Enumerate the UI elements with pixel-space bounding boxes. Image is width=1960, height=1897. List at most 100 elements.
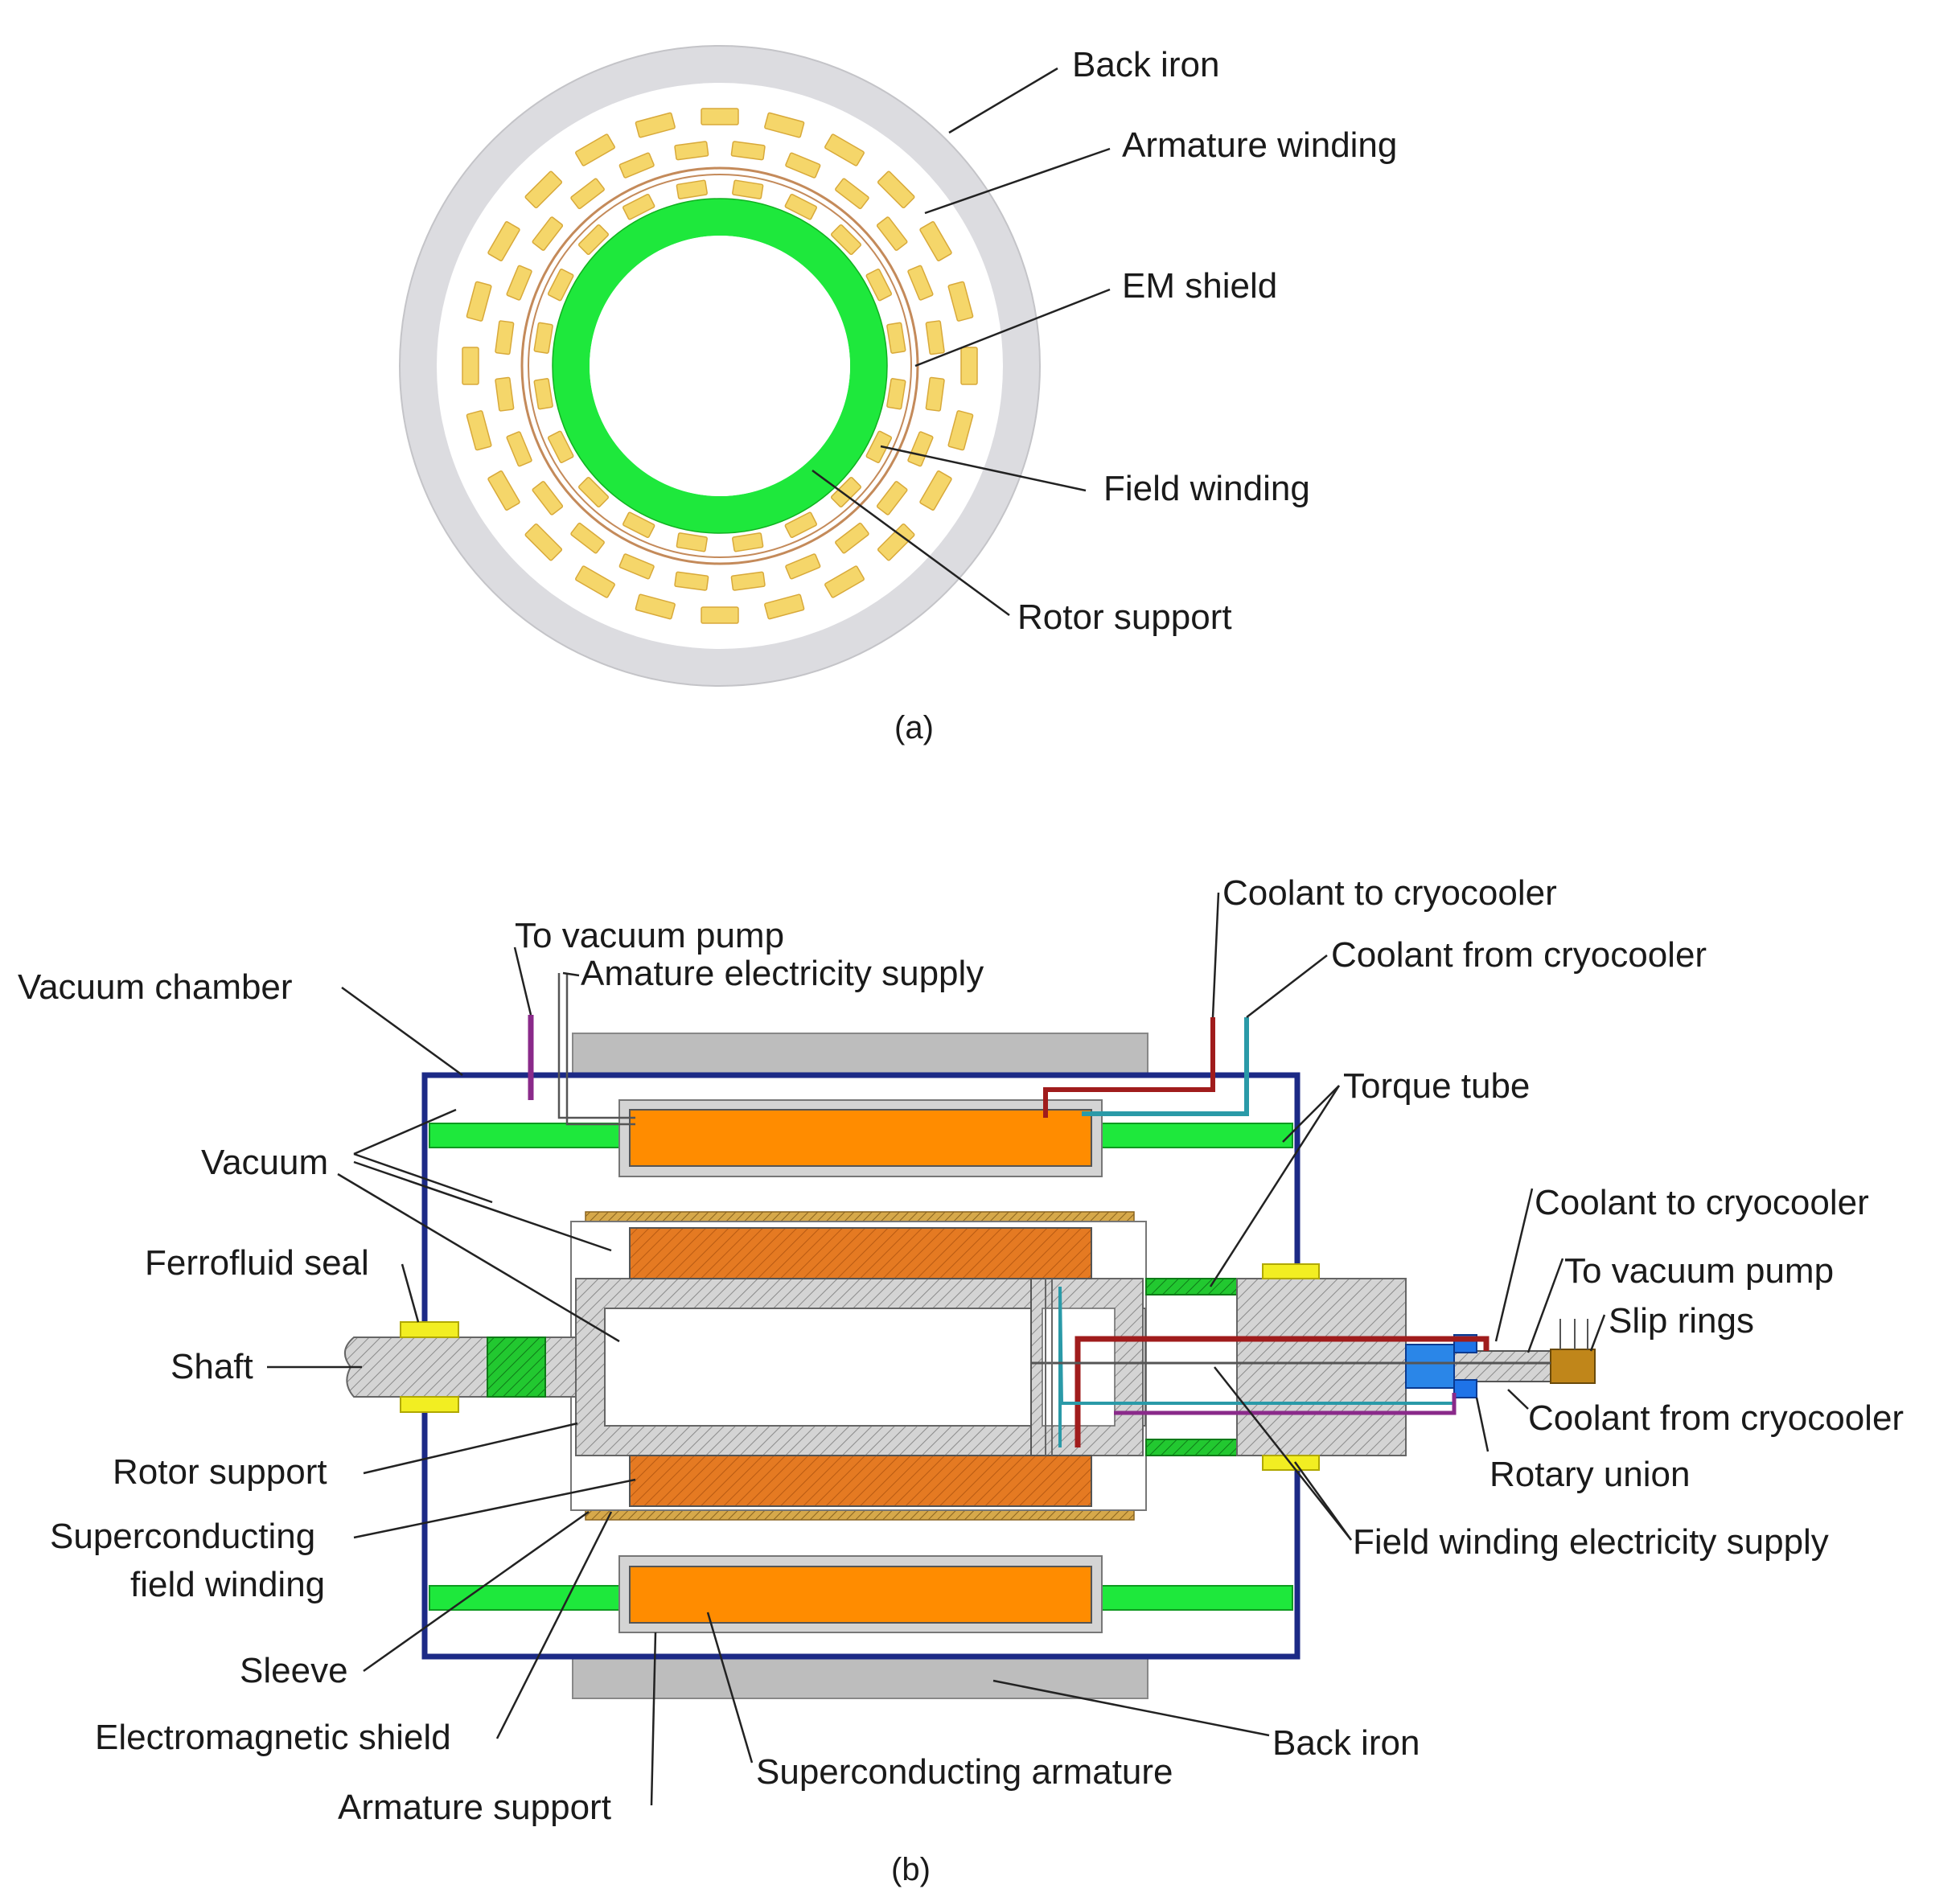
- rotor-support-edge: [552, 198, 888, 534]
- label-field-supply: Field winding electricity supply: [1353, 1522, 1829, 1562]
- label-vacuum: Vacuum: [201, 1143, 328, 1182]
- field-coil: [623, 511, 655, 539]
- label-torque-tube: Torque tube: [1343, 1066, 1530, 1106]
- armature-winding-coils: [462, 108, 978, 624]
- leader-back-iron: [948, 67, 1058, 134]
- armature-coil: [466, 281, 492, 322]
- label-coolant-from-top: Coolant from cryocooler: [1331, 935, 1707, 975]
- ferrofluid-seal-right-top: [1262, 1263, 1320, 1279]
- armature-coil: [635, 112, 676, 138]
- leader-sleeve: [363, 1510, 590, 1673]
- label-field-winding: Field winding: [1103, 469, 1310, 508]
- armature-coil: [487, 221, 520, 261]
- shaft-green-coupling: [487, 1337, 546, 1398]
- coolant-to-pipe-rotor: [1075, 1336, 1490, 1447]
- armature-coil: [764, 593, 805, 620]
- label-sleeve: Sleeve: [240, 1651, 348, 1690]
- sleeve-bottom: [585, 1509, 1135, 1521]
- armature-support-green-top-left: [429, 1123, 620, 1148]
- label-rotary-union: Rotary union: [1490, 1455, 1690, 1494]
- field-coil: [676, 179, 708, 199]
- armature-coil-inner: [730, 571, 766, 591]
- coolant-to-pipe-top: [1043, 1017, 1215, 1118]
- armature-coil-inner: [876, 481, 908, 515]
- back-iron-bottom: [572, 1656, 1148, 1699]
- armature-supply-wire-2: [565, 973, 635, 1126]
- armature-coil-inner: [532, 216, 564, 251]
- leader-vacuum-3: [353, 1160, 612, 1252]
- field-winding-coils: [533, 179, 906, 552]
- armature-supply-wire-1: [557, 973, 635, 1119]
- armature-coil: [947, 281, 974, 322]
- armature-coil: [701, 606, 739, 624]
- sc-field-winding-top: [629, 1227, 1092, 1279]
- armature-coil-inner: [907, 265, 934, 301]
- field-coil: [577, 476, 610, 508]
- armature-coil: [466, 410, 492, 451]
- leader-coolant-to-top: [1211, 892, 1220, 1018]
- armature-support-green-top-right: [1101, 1123, 1293, 1148]
- armature-coil-inner: [506, 265, 532, 301]
- armature-coil: [575, 565, 615, 598]
- armature-coil: [764, 112, 805, 138]
- leader-field-supply-1: [1214, 1366, 1352, 1541]
- armature-coil-inner: [876, 216, 908, 251]
- rotor-bore: [590, 236, 850, 496]
- armature-coil: [877, 523, 915, 561]
- label-to-vacuum-pump-right: To vacuum pump: [1564, 1251, 1834, 1291]
- field-coil: [865, 430, 893, 463]
- armature-coil: [919, 470, 952, 511]
- caption-a: (a): [894, 710, 934, 745]
- leader-slip-rings: [1589, 1314, 1606, 1352]
- leader-coolant-to-right: [1494, 1188, 1534, 1342]
- armature-coil: [635, 593, 676, 620]
- armature-coil: [877, 170, 915, 209]
- caption-b: (b): [891, 1852, 931, 1887]
- field-coil: [547, 269, 574, 302]
- leader-armature-support: [650, 1632, 657, 1806]
- label-back-iron: Back iron: [1072, 45, 1219, 84]
- slip-rings: [1550, 1349, 1596, 1384]
- armature-coil-inner: [674, 571, 709, 591]
- field-coil: [676, 532, 708, 552]
- label-rotor-support-b: Rotor support: [113, 1452, 327, 1492]
- field-coil: [732, 532, 764, 552]
- label-slip-rings: Slip rings: [1609, 1301, 1754, 1341]
- leader-field-supply-2: [1293, 1461, 1353, 1541]
- leader-sc-armature: [706, 1612, 754, 1764]
- armature-coil-inner: [506, 431, 532, 467]
- armature-coil-inner: [730, 141, 766, 161]
- armature-coil: [462, 347, 479, 385]
- field-coil: [886, 378, 906, 410]
- coolant-from-pipe-top: [1082, 1017, 1249, 1116]
- rotary-union-bottom: [1453, 1379, 1477, 1398]
- armature-support-green-bottom-right: [1101, 1585, 1293, 1611]
- panel-b-longitudinal-section: To vacuum pump Amature electricity suppl…: [18, 873, 1904, 1887]
- label-sc-field-2: field winding: [130, 1565, 325, 1604]
- label-amature-supply: Amature electricity supply: [581, 954, 984, 993]
- armature-coil-inner: [618, 553, 655, 580]
- leader-back-iron-b: [992, 1679, 1270, 1737]
- armature-coil: [947, 410, 974, 451]
- leader-torque-tube-2: [1209, 1085, 1341, 1287]
- armature-coil-inner: [785, 553, 821, 580]
- leader-coolant-from-right: [1507, 1389, 1529, 1410]
- armature-coil-inner: [532, 481, 564, 515]
- armature-coil-inner: [907, 431, 934, 467]
- leader-vacuum-chamber: [341, 986, 463, 1077]
- armature-coil-inner: [785, 152, 821, 179]
- label-em-shield-b: Electromagnetic shield: [95, 1718, 451, 1757]
- label-sc-field-1: Superconducting: [50, 1517, 315, 1556]
- rotor-support-ring: [553, 199, 887, 533]
- leader-amature-supply: [562, 971, 580, 977]
- label-coolant-to-right: Coolant to cryocooler: [1535, 1183, 1869, 1222]
- torque-tube-top: [1145, 1278, 1238, 1295]
- ferrofluid-seal-left-top: [400, 1321, 459, 1338]
- leader-vacuum-2: [353, 1152, 493, 1204]
- leader-vacuum-4: [337, 1172, 620, 1343]
- armature-coil: [575, 133, 615, 166]
- label-coolant-to-top: Coolant to cryocooler: [1222, 873, 1557, 913]
- ferrofluid-seal-left-bottom: [400, 1396, 459, 1413]
- field-coil: [547, 430, 574, 463]
- right-shaft-block: [1236, 1278, 1407, 1456]
